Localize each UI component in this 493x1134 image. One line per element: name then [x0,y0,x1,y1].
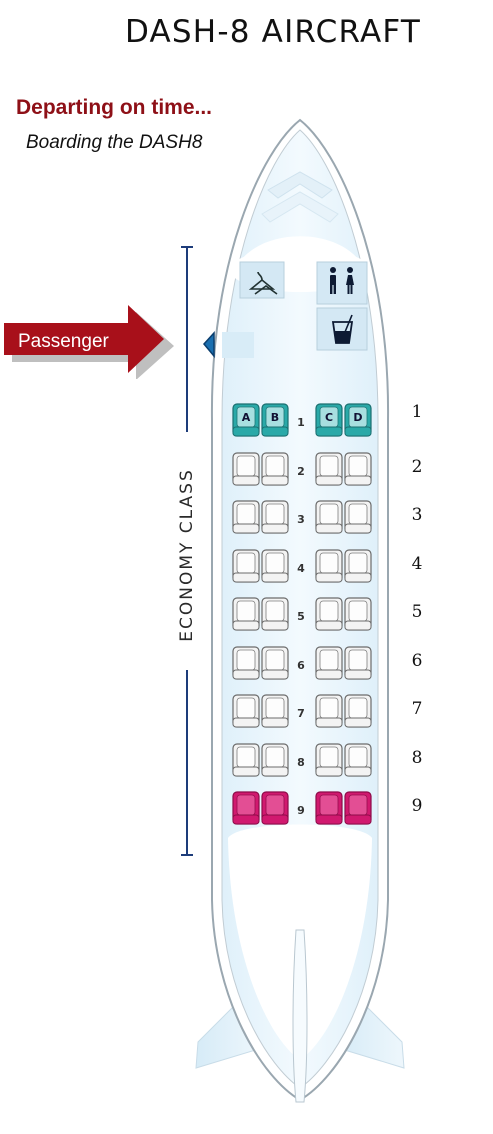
seat-6-2[interactable] [261,645,289,685]
seat-9-2[interactable] [261,790,289,830]
row-side-label: 2 [411,456,423,477]
seat-4-2[interactable] [261,548,289,588]
exit-door-icon [203,331,215,359]
boarding-status: Boarding the DASH8 [26,132,203,153]
row-side-label: 8 [411,747,423,768]
row-side-label: 6 [411,650,423,671]
seat-letter: A [241,411,251,424]
row-side-label: 7 [411,699,423,719]
seat-1-1[interactable]: A [232,402,260,442]
seat-2-1[interactable] [232,451,260,491]
seat-5-4[interactable] [344,596,372,636]
seat-8-3[interactable] [315,742,343,782]
seat-3-2[interactable] [261,499,289,539]
seat-9-1[interactable] [232,790,260,830]
seat-letter: D [353,411,363,424]
seat-5-3[interactable] [315,596,343,636]
seat-1-2[interactable]: B [261,402,289,442]
seat-4-4[interactable] [344,548,372,588]
seat-7-1[interactable] [232,693,260,733]
seat-2-4[interactable] [344,451,372,491]
seat-5-1[interactable] [232,596,260,636]
seat-2-2[interactable] [261,451,289,491]
row-side-label: 4 [411,553,423,574]
restroom-icon [330,267,354,294]
exit-door [222,332,254,358]
seat-8-2[interactable] [261,742,289,782]
seat-7-3[interactable] [315,693,343,733]
seat-3-4[interactable] [344,499,372,539]
seat-3-1[interactable] [232,499,260,539]
row-number: 9 [297,804,305,817]
seat-letter: B [270,411,280,424]
seat-5-2[interactable] [261,596,289,636]
row-number: 8 [297,755,305,769]
seat-1-4[interactable]: D [344,402,372,442]
seat-1-3[interactable]: C [315,402,343,442]
passenger-pointer: Passenger [4,303,174,380]
passenger-label: Passenger [18,331,109,352]
seat-9-4[interactable] [344,790,372,830]
row-number: 1 [297,416,305,429]
row-number: 4 [297,561,305,575]
seat-9-3[interactable] [315,790,343,830]
row-number: 5 [297,610,305,623]
row-number: 2 [297,464,305,478]
departure-status: Departing on time... [16,96,213,119]
seat-6-3[interactable] [315,645,343,685]
row-number: 7 [297,707,305,720]
seat-8-4[interactable] [344,742,372,782]
seat-6-4[interactable] [344,645,372,685]
drink-icon [331,314,354,344]
seat-letter: C [324,411,334,424]
row-number: 6 [297,658,305,672]
row-side-label: 3 [411,505,423,525]
seat-8-1[interactable] [232,742,260,782]
restroom-box [316,261,368,305]
page-title: DASH-8 AIRCRAFT [125,14,421,50]
seat-3-3[interactable] [315,499,343,539]
tail-fin [292,929,308,1103]
row-side-label: 9 [411,796,423,816]
economy-class-label: ECONOMY CLASS [177,468,197,642]
seat-7-4[interactable] [344,693,372,733]
seat-4-3[interactable] [315,548,343,588]
row-side-label: 1 [411,402,423,422]
seat-4-1[interactable] [232,548,260,588]
row-number: 3 [297,513,305,526]
row-side-label: 5 [411,602,423,622]
cockpit-windows [267,171,333,199]
seat-7-2[interactable] [261,693,289,733]
seat-6-1[interactable] [232,645,260,685]
coat-hanger-icon [248,271,278,295]
seat-2-3[interactable] [315,451,343,491]
